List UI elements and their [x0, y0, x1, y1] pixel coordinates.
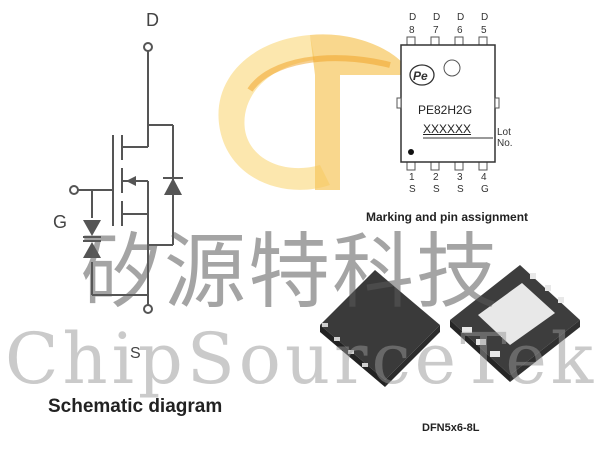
label-drain: D	[146, 10, 159, 30]
watermark-chinese: 矽源特科技	[80, 225, 501, 320]
pin8-name: D	[409, 12, 417, 23]
pin1-name: S	[409, 184, 416, 195]
pin5-name: D	[481, 12, 489, 23]
pin3-number: 3	[457, 172, 463, 183]
chip-bottom-view	[450, 265, 580, 382]
pin7-number: 7	[433, 25, 439, 36]
pin2-name: S	[433, 184, 440, 195]
pin6-number: 6	[457, 25, 463, 36]
pin4-name: G	[481, 184, 489, 195]
marking-pinout-diagram	[396, 36, 500, 171]
pin4-number: 4	[481, 172, 487, 183]
pin3-name: S	[457, 184, 464, 195]
label-source: S	[130, 345, 141, 362]
caption-package: DFN5x6-8L	[422, 422, 480, 434]
package-illustration	[320, 265, 580, 387]
watermark-ct-logo	[218, 34, 410, 191]
lot-label: Lot No.	[497, 127, 513, 149]
label-gate: G	[53, 212, 68, 232]
caption-marking: Marking and pin assignment	[366, 210, 529, 224]
pin2-number: 2	[433, 172, 439, 183]
lot-code: XXXXXX	[423, 122, 472, 136]
part-number: PE82H2G	[418, 103, 473, 117]
pin7-name: D	[433, 12, 441, 23]
chip-top-view	[320, 270, 440, 387]
pin1-number: 1	[409, 172, 415, 183]
pin8-number: 8	[409, 25, 415, 36]
caption-schematic: Schematic diagram	[48, 396, 223, 417]
pin5-number: 5	[481, 25, 487, 36]
watermark-english: ChipSourceTek	[5, 318, 598, 400]
marking-logo-text: Pe	[413, 69, 428, 83]
mosfet-schematic	[69, 42, 183, 314]
pin6-name: D	[457, 12, 465, 23]
